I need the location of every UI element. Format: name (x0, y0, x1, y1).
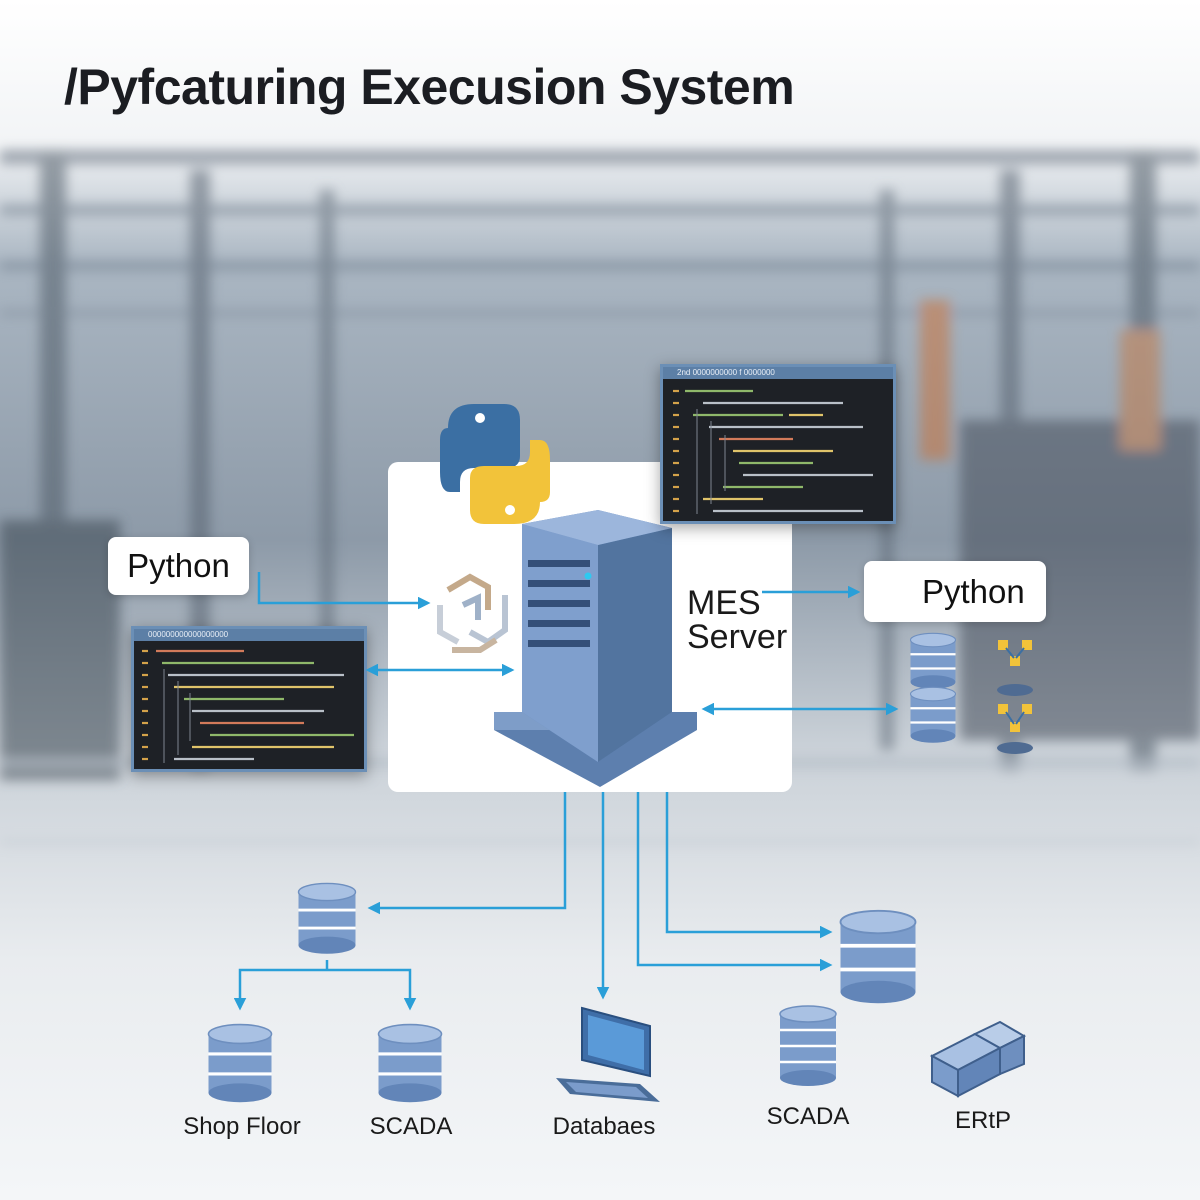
mes-server-label-line1: MES (687, 584, 761, 622)
server-icon (494, 510, 697, 787)
code-lines-left (142, 649, 354, 763)
code-window-left: 000000000000000000 (131, 626, 367, 772)
computer-icon (556, 1006, 660, 1102)
python-logo-icon (440, 404, 550, 524)
arrow-server-to-db-large-lower (636, 792, 833, 972)
python-label-left: Python (108, 537, 249, 595)
python-label-left-text: Python (127, 547, 230, 584)
code-window-left-titlebar: 000000000000000000 (134, 629, 364, 641)
label-erp: ERtP (954, 1107, 1012, 1134)
label-shop-floor: Shop Floor (183, 1113, 301, 1140)
page-title: /Pyfcaturing Execusion System (64, 59, 795, 115)
code-window-top: 2nd 0000000000 f 0000000 (660, 364, 896, 524)
label-databases: Databaes (552, 1113, 656, 1140)
workflow-nodes-icon-top (997, 640, 1033, 696)
arrow-server-to-db-large-upper (665, 792, 833, 939)
server-status-light-icon (584, 572, 592, 580)
database-icon-right-top (909, 632, 957, 690)
python-label-right: Python (864, 561, 1046, 622)
workflow-nodes-icon-bottom (997, 704, 1033, 754)
integration-puzzle-icon (437, 573, 508, 653)
database-icon-mid (297, 882, 357, 956)
mes-server-label: MES Server (687, 586, 787, 654)
python-label-right-text: Python (922, 572, 1025, 610)
connector-fanout (238, 968, 412, 1006)
database-icon-large (838, 908, 918, 1006)
database-icon-scada-left (376, 1022, 444, 1104)
database-icon-shop-floor (206, 1022, 274, 1104)
mes-server-label-line2: Server (687, 618, 788, 656)
label-scada-left: SCADA (369, 1113, 453, 1140)
code-lines-top (673, 389, 873, 514)
arrow-server-to-db-mid (367, 792, 567, 915)
database-icon-right-bottom (909, 686, 957, 744)
code-window-top-titlebar: 2nd 0000000000 f 0000000 (663, 367, 893, 379)
arrow-python-to-integration (257, 572, 431, 610)
database-icon-scada-right (779, 1005, 837, 1086)
erp-cube-icon (929, 1020, 1027, 1098)
label-scada-right: SCADA (766, 1103, 850, 1130)
